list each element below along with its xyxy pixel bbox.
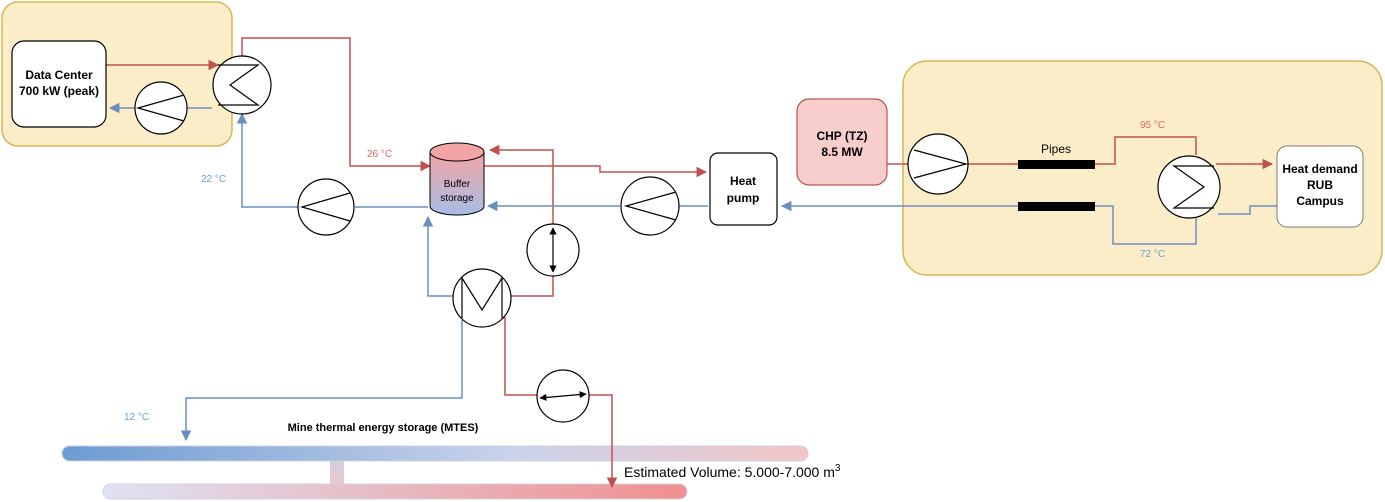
data-center-label-1: Data Center — [25, 68, 93, 82]
campus-heat-exchanger-icon — [1157, 155, 1221, 219]
mtes-hx-to-buffer-cold-line — [422, 215, 455, 297]
buffer-label-2: storage — [440, 193, 474, 204]
pipes-label: Pipes — [1041, 142, 1071, 156]
data-center-label-2: 700 kW (peak) — [19, 84, 99, 98]
heat-demand-label-3: Campus — [1296, 194, 1344, 208]
pipe-supply — [1018, 160, 1095, 169]
mtes-tube-bottom — [102, 483, 688, 500]
campus-zone — [902, 60, 1383, 276]
loop-pump-icon — [297, 178, 355, 236]
temp-22-label: 22 °C — [201, 174, 226, 185]
dc-heat-exchanger-icon — [212, 55, 272, 115]
hx-to-pipes-cold-line — [1095, 205, 1197, 245]
buffer-label-1: Buffer — [444, 179, 471, 190]
mtes-hx-to-mtes-cold-line — [180, 320, 463, 442]
pipes-to-hx-line — [1095, 136, 1197, 165]
temp-26-label: 26 °C — [367, 149, 392, 160]
buffer-to-heatpump-line — [484, 165, 708, 178]
mtes-label: Mine thermal energy storage (MTES) — [288, 422, 479, 434]
mtes-connector — [330, 453, 344, 489]
temp-12-label: 12 °C — [124, 412, 149, 423]
dc-pump-icon — [134, 81, 188, 135]
buffer-storage — [429, 142, 485, 216]
campus-pump-icon — [907, 133, 969, 195]
mtes-hx-to-buffer-line — [488, 144, 554, 297]
pipe-return — [1018, 202, 1095, 211]
heat-pump-box — [709, 152, 778, 226]
heat-pump-label-1: Heat — [730, 174, 756, 188]
heat-pump-label-2: pump — [727, 191, 760, 205]
buffer-to-dc-loop-line — [242, 114, 428, 208]
data-center-box — [11, 40, 107, 128]
heat-demand-label-2: RUB — [1307, 178, 1333, 192]
mtes-heat-exchanger-icon — [452, 268, 512, 328]
return-pump-icon — [620, 176, 680, 236]
hx-to-buffer-line — [241, 37, 432, 172]
chp-label-2: 8.5 MW — [821, 145, 863, 159]
demand-to-hx-cold-line — [1218, 205, 1277, 215]
temp-72-label: 72 °C — [1140, 249, 1165, 260]
chp-label-1: CHP (TZ) — [816, 129, 867, 143]
mtes-tube-top — [61, 445, 809, 462]
volume-label: Estimated Volume: 5.000-7.000 m3 — [624, 463, 841, 480]
temp-95-label: 95 °C — [1140, 120, 1165, 131]
chp-box — [796, 98, 888, 186]
heat-demand-label-1: Heat demand — [1282, 162, 1357, 176]
heat-demand-box — [1276, 145, 1364, 228]
